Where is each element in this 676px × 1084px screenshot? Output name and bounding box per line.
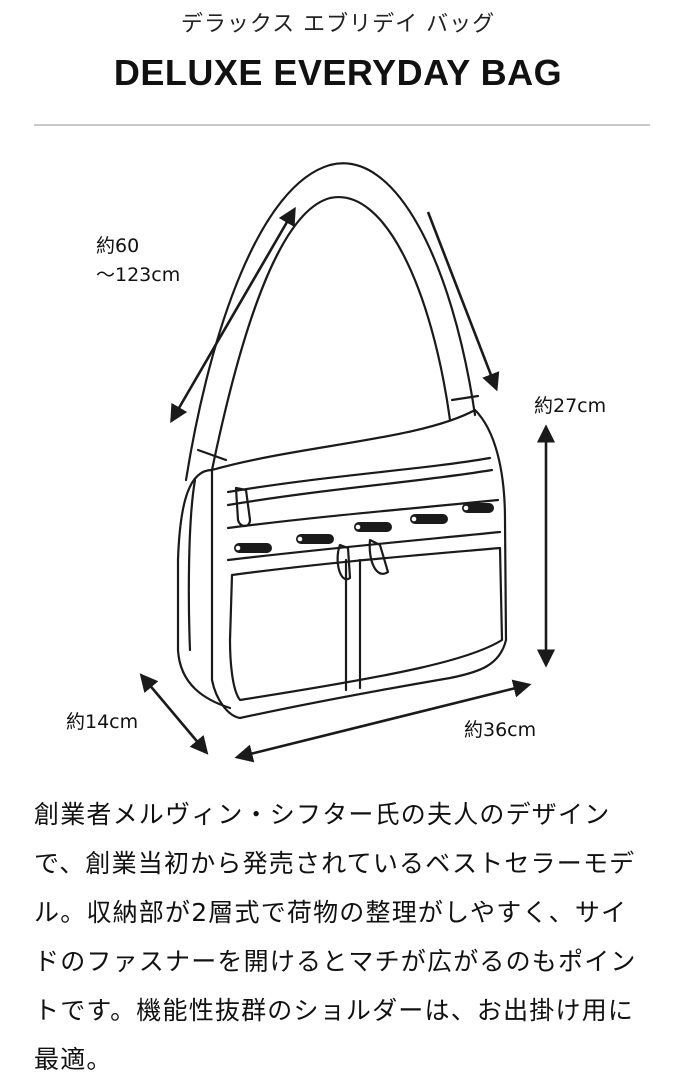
- strap-length-line2: ～123cm: [96, 264, 181, 286]
- strap-length-line1: 約60: [96, 235, 140, 257]
- arrow-icon: [234, 679, 532, 763]
- logo-patch: [296, 534, 334, 544]
- page-title: DELUXE EVERYDAY BAG: [113, 52, 563, 93]
- front-pocket: [228, 546, 504, 702]
- divider: [34, 124, 650, 126]
- description-text: 創業者メルヴィン・シフター氏の夫人のデザインで、創業当初から発売されているベスト…: [34, 800, 637, 1074]
- strap-inner: [210, 195, 452, 472]
- height-label: 約27cm: [534, 395, 607, 417]
- width-label: 約36cm: [464, 719, 537, 741]
- kana-title: デラックス エブリデイ バッグ: [180, 12, 496, 37]
- side-gusset: [176, 468, 232, 710]
- logo-patch: [462, 503, 494, 513]
- logo-patch: [354, 522, 392, 532]
- logo-patch: [410, 514, 448, 524]
- arrow-icon: [139, 673, 209, 755]
- depth-label: 約14cm: [66, 711, 139, 733]
- bag-illustration: [139, 162, 556, 763]
- logo-patch: [234, 543, 272, 553]
- arrow-icon: [170, 206, 296, 424]
- strap-length-label: 約60 ～123cm: [96, 232, 180, 290]
- arrow-icon: [426, 211, 500, 392]
